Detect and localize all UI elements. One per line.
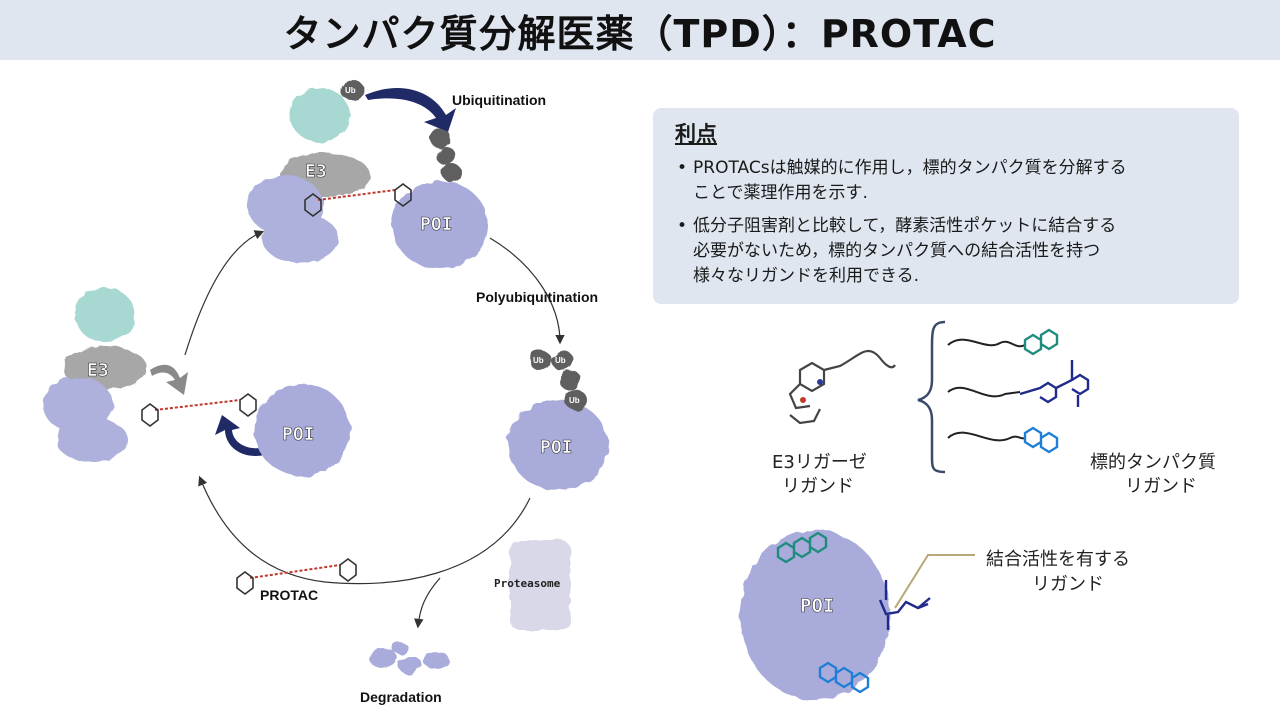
poi-label-top: POI	[420, 214, 453, 235]
advantage-bullet-1: • PROTACsは触媒的に作用し，標的タンパク質を分解する ことで薬理作用を示…	[671, 156, 1221, 206]
e3-ligand-label-1: E3リガーゼ	[772, 452, 867, 473]
poi-bottom-teal-ligand	[776, 531, 828, 564]
protac-molecule-left	[141, 393, 257, 427]
protac-diagram: Ub E3 POI Ubiquitination Polyubiquitinat…	[43, 80, 1216, 705]
protac-label: PROTAC	[260, 587, 318, 603]
advantages-box: 利点 • PROTACsは触媒的に作用し，標的タンパク質を分解する ことで薬理作…	[653, 108, 1239, 304]
poi-center	[254, 384, 350, 476]
poi-label-bottom: POI	[800, 595, 834, 617]
poi-label-center: POI	[282, 424, 315, 445]
advantage-2-line-1: 低分子阻害剤と比較して，酵素活性ポケットに結合する	[693, 216, 1117, 236]
header-bar: タンパク質分解医薬（TPD）：PROTAC	[0, 0, 1280, 60]
e3-ligand-molecule	[788, 349, 896, 425]
poi-right	[508, 350, 608, 490]
ub-label-4: Ub	[569, 396, 580, 405]
binding-arrow-gray	[150, 364, 188, 395]
advantage-2-line-2: 必要がないため，標的タンパク質への結合活性を持つ	[693, 241, 1101, 261]
proteasome-shape	[510, 540, 570, 630]
target-ligand-label-2: リガンド	[1125, 476, 1197, 497]
e3-label-top: E3	[305, 161, 327, 182]
protac-linker-bottom	[249, 564, 341, 579]
polyubiquitination-label: Polyubiquitination	[476, 289, 598, 305]
protac-molecule-top	[304, 183, 412, 217]
page-title: タンパク質分解医薬（TPD）：PROTAC	[283, 11, 997, 56]
advantage-2-line-3: 様々なリガンドを利用できる.	[693, 266, 920, 286]
e3-ligand-label-2: リガンド	[782, 476, 854, 497]
release-arrow-navy	[215, 415, 265, 456]
binding-ligand-label-2: リガンド	[1032, 574, 1104, 595]
arrow-right-down	[489, 237, 565, 345]
ub-top-left	[340, 80, 364, 100]
target-ligand-navy	[947, 360, 1090, 407]
degradation-label: Degradation	[360, 689, 442, 705]
cycle-arrows	[184, 230, 565, 629]
ub-label-1: Ub	[345, 86, 356, 95]
complex-top-left	[247, 88, 370, 263]
advantage-1-line-1: PROTACsは触媒的に作用し，標的タンパク質を分解する	[693, 158, 1127, 178]
arrow-left-up	[184, 230, 265, 356]
protac-molecule-bottom	[236, 558, 357, 595]
binding-ligand-label-1: 結合活性を有する	[986, 549, 1130, 570]
target-ligand-teal	[947, 328, 1059, 356]
poi-bottom-blue-ligand	[818, 661, 870, 694]
bullet-dot-icon: •	[676, 216, 688, 236]
protac-linker-left	[154, 399, 241, 411]
complex-left	[43, 288, 147, 462]
degradation-fragments	[369, 642, 449, 674]
poi-bottom-navy-ligand	[878, 580, 931, 630]
ub-label-2: Ub	[533, 356, 544, 365]
binding-callout-line	[894, 554, 975, 609]
target-ligand-blue	[947, 426, 1059, 454]
ubiquitination-label: Ubiquitination	[452, 92, 546, 108]
advantage-1-line-2: ことで薬理作用を示す.	[693, 183, 868, 203]
advantages-title: 利点	[675, 122, 717, 146]
ubiquitination-arrow	[365, 87, 456, 132]
poi-bottom	[740, 530, 890, 700]
ub-label-3: Ub	[555, 356, 566, 365]
protac-linker-top	[317, 189, 396, 201]
ligand-brace	[917, 320, 946, 474]
proteasome-label: Proteasome	[494, 577, 561, 590]
poi-label-right: POI	[540, 437, 573, 458]
e3-label-left: E3	[87, 360, 109, 381]
target-ligand-label-1: 標的タンパク質	[1090, 452, 1216, 473]
advantage-bullet-2: • 低分子阻害剤と比較して，酵素活性ポケットに結合する 必要がないため，標的タン…	[671, 214, 1221, 289]
arrow-bottom-arc	[198, 475, 531, 585]
arrow-degradation	[414, 577, 441, 629]
bullet-dot-icon: •	[676, 158, 688, 178]
poi-top-right	[392, 128, 488, 269]
